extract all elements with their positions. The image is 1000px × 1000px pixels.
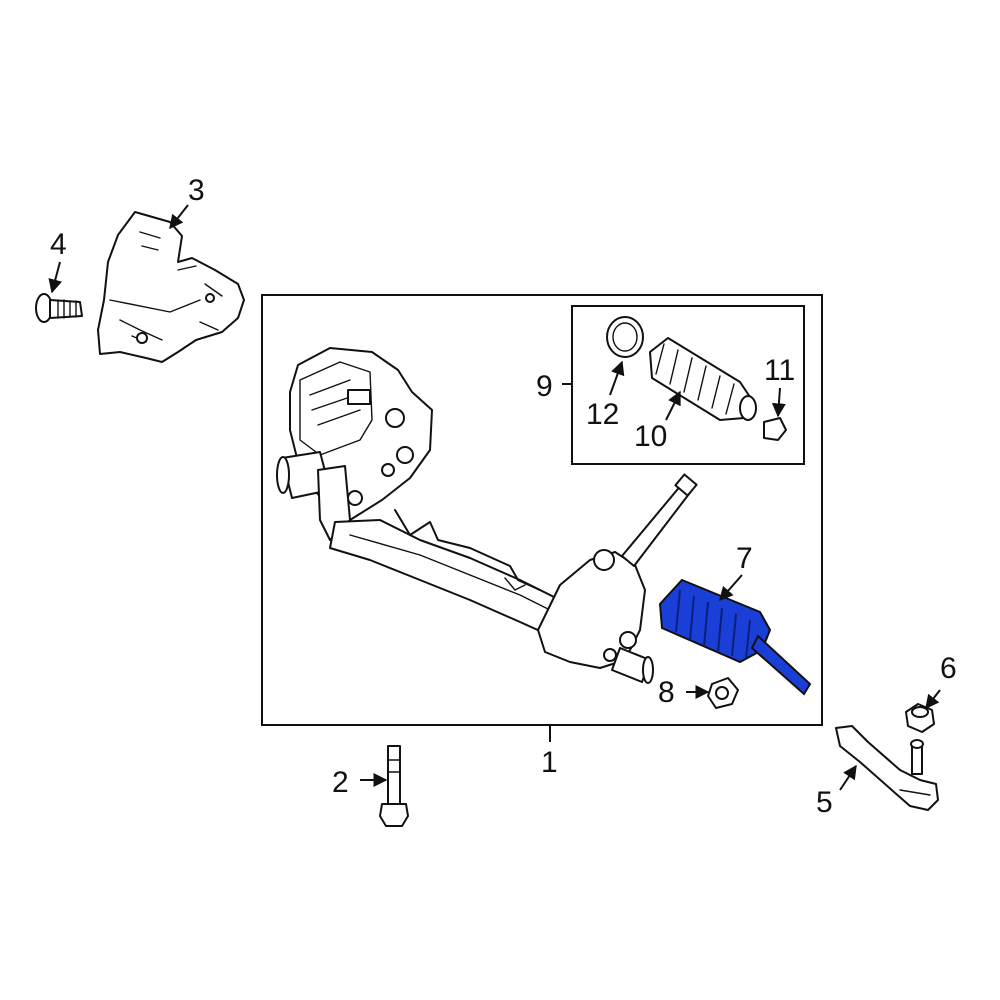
callout-4: 4 [50, 228, 67, 261]
callout-12: 12 [586, 398, 619, 431]
leader-4 [48, 261, 63, 294]
callout-6: 6 [940, 652, 957, 685]
heat-shield-icon[interactable] [97, 211, 245, 363]
steering-gear-assembly-icon[interactable] [276, 347, 698, 684]
callout-9: 9 [536, 370, 553, 403]
callout-10: 10 [634, 420, 667, 453]
leader-10 [665, 390, 681, 421]
bellows-boot-icon[interactable] [649, 337, 757, 421]
leader-6 [925, 689, 941, 710]
callout-5: 5 [816, 786, 833, 819]
callout-3: 3 [188, 174, 205, 207]
callout-1: 1 [541, 746, 558, 779]
callout-7: 7 [736, 542, 753, 575]
leader-5 [839, 764, 857, 791]
nut-icon[interactable] [905, 703, 935, 733]
bolt-icon[interactable] [379, 745, 409, 827]
jam-nut-icon[interactable] [707, 677, 739, 709]
assembly-frame [261, 294, 823, 726]
leader-12 [609, 360, 625, 396]
clamp-ring-icon[interactable] [606, 316, 644, 358]
leader-lines [48, 204, 941, 791]
callout-8: 8 [658, 676, 675, 709]
leader-11 [771, 387, 786, 418]
screw-icon[interactable] [35, 293, 83, 323]
clamp-icon[interactable] [763, 417, 787, 441]
leader-3 [169, 204, 189, 230]
callout-2: 2 [332, 766, 349, 799]
inner-tie-rod-icon[interactable] [658, 578, 812, 696]
outer-tie-rod-end-icon[interactable] [835, 725, 939, 811]
callout-11: 11 [764, 354, 795, 387]
leader-7 [719, 574, 743, 602]
